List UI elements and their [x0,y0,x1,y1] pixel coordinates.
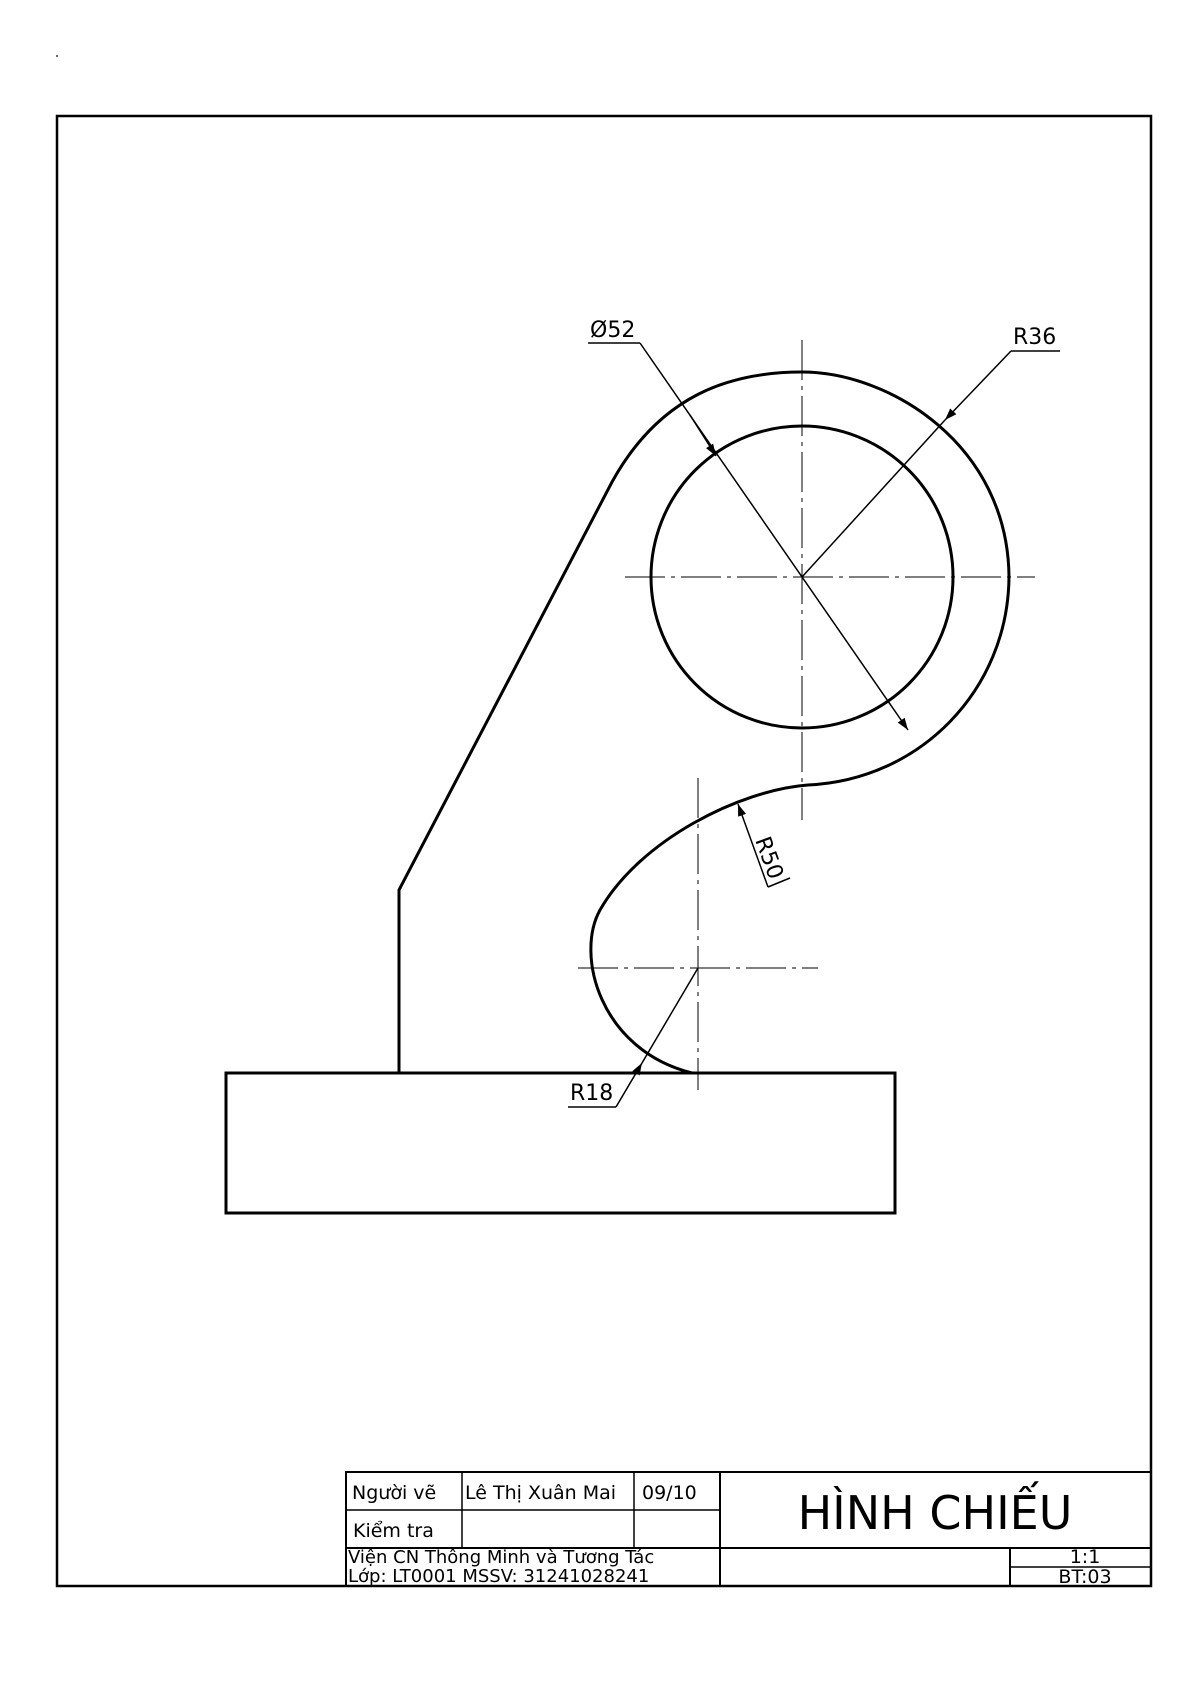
scale-value: 1:1 [1070,1546,1101,1568]
dimension-blend-radius [737,803,791,888]
base-plate [224,1071,897,1215]
dimension-inner-radius [568,967,699,1108]
part-outline [224,370,1011,1215]
drawn-date: 09/10 [642,1482,697,1504]
part-profile [397,370,1011,1075]
dimension-outer-radius [801,350,1060,578]
sheet-code: BT:03 [1058,1566,1111,1588]
drawing-title: HÌNH CHIẾU [798,1481,1073,1540]
dimension-outer-radius-label: R36 [1013,325,1056,350]
dimension-hole-label: Ø52 [590,318,635,343]
institute-name: Viện CN Thông Minh và Tương Tác [348,1547,654,1568]
stray-dot [56,55,58,57]
drawn-by-name: Lê Thị Xuân Mai [465,1482,616,1504]
title-block [345,1471,1152,1587]
class-and-student-id-visible: Lớp: LT0001 MSSV: 31241028241 [348,1566,649,1587]
dimension-inner-radius-label: R18 [570,1081,613,1106]
drawn-by-label: Người vẽ [352,1482,436,1504]
dimension-hole [588,342,909,731]
checked-label: Kiểm tra [353,1520,434,1542]
dimension-blend-radius-label: R50 [749,834,787,883]
